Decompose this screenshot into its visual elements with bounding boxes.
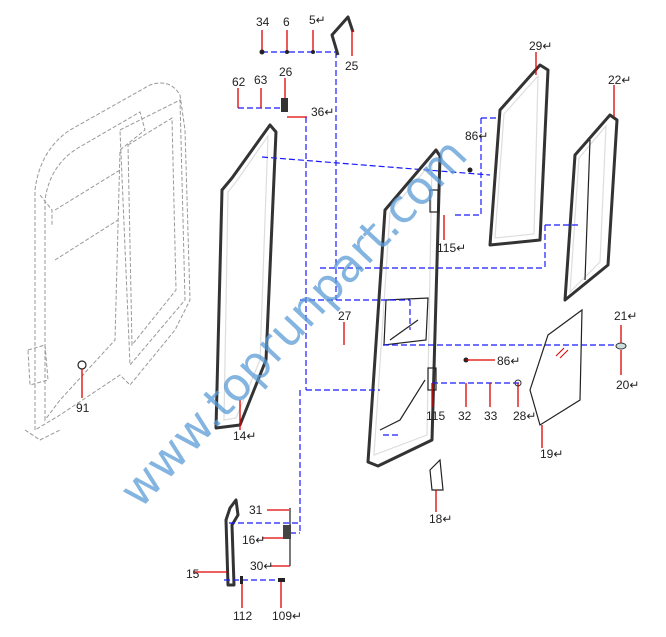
label-30: 30↵ bbox=[250, 559, 273, 573]
label-25: 25 bbox=[345, 59, 359, 73]
label-21: 21↵ bbox=[614, 309, 637, 323]
bottom-hardware-group: 15 31 16↵ 30↵ 112 109↵ bbox=[186, 390, 302, 623]
label-18: 18↵ bbox=[429, 512, 452, 526]
label-6: 6 bbox=[283, 15, 290, 29]
cab-frame bbox=[24, 82, 191, 441]
latch-hardware-group: 86↵ 115 32 33 28↵ bbox=[426, 354, 536, 423]
label-63: 63 bbox=[254, 73, 268, 87]
label-20: 20↵ bbox=[616, 378, 639, 392]
part-91: 91 bbox=[76, 360, 90, 415]
label-16: 16↵ bbox=[242, 533, 265, 547]
label-32: 32 bbox=[458, 409, 472, 423]
label-5: 5↵ bbox=[309, 13, 326, 27]
label-28: 28↵ bbox=[513, 409, 536, 423]
label-14: 14↵ bbox=[233, 429, 256, 443]
top-hardware-group: 34 6 5↵ 25 bbox=[256, 13, 359, 300]
label-27: 27 bbox=[338, 309, 352, 323]
part-14-window-seal: 14↵ bbox=[214, 123, 491, 443]
label-115-lower: 115 bbox=[426, 409, 445, 423]
label-34: 34 bbox=[256, 15, 270, 29]
label-62: 62 bbox=[232, 75, 246, 89]
label-86-upper: 86↵ bbox=[465, 129, 488, 143]
label-115-upper: 115↵ bbox=[437, 241, 466, 255]
label-109: 109↵ bbox=[272, 609, 302, 623]
label-19: 19↵ bbox=[540, 447, 563, 461]
label-29: 29↵ bbox=[529, 39, 552, 53]
label-91: 91 bbox=[76, 401, 90, 415]
part-19-glass: 19↵ 21↵ 20↵ bbox=[529, 308, 639, 461]
label-86-lower: 86↵ bbox=[497, 354, 520, 368]
part-22-window: 22↵ bbox=[320, 73, 631, 302]
label-15: 15 bbox=[186, 567, 200, 581]
label-112: 112 bbox=[233, 609, 252, 623]
label-36: 36↵ bbox=[311, 105, 334, 119]
label-33: 33 bbox=[484, 409, 498, 423]
watermark-text: www.toprunpart.com bbox=[109, 127, 478, 517]
part-29-window: 29↵ 86↵ 115↵ bbox=[437, 39, 552, 255]
label-22: 22↵ bbox=[608, 73, 631, 87]
door-panel: 27 bbox=[300, 148, 620, 468]
hinge-hardware-group: 62 63 26 36↵ bbox=[232, 65, 334, 390]
part-18-handle: 18↵ bbox=[429, 458, 452, 526]
label-26: 26 bbox=[279, 65, 293, 79]
label-31: 31 bbox=[249, 503, 263, 517]
